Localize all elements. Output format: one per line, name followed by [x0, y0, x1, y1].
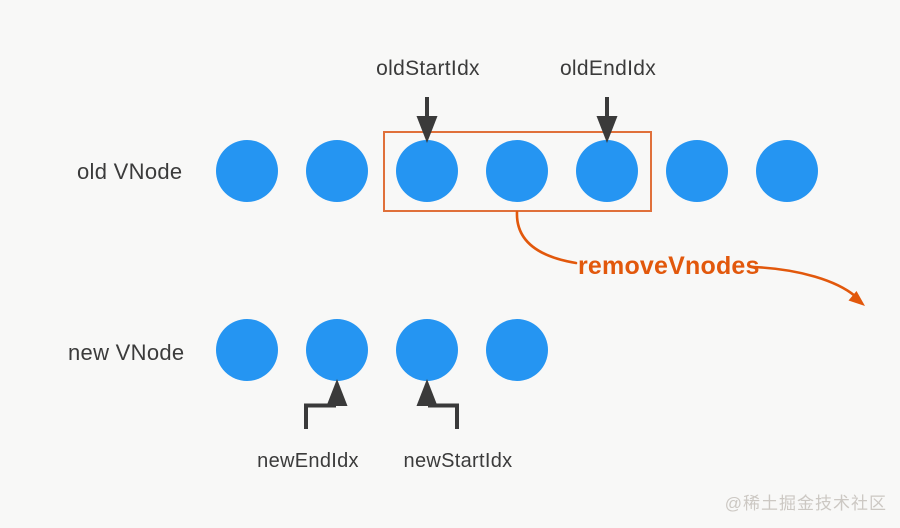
remove-curve-right	[751, 265, 865, 306]
new-start-arrow	[416, 379, 459, 429]
vnode-circle	[216, 140, 278, 202]
new-end-arrow	[304, 379, 348, 429]
vnode-circle	[216, 319, 278, 381]
vnode-circle	[486, 319, 548, 381]
new-vnode-row	[216, 319, 548, 381]
old-start-idx-label: oldStartIdx	[376, 57, 480, 80]
vnode-circle	[576, 140, 638, 202]
vnode-circle	[396, 319, 458, 381]
new-end-idx-label: newEndIdx	[257, 450, 359, 472]
new-vnode-row-label: new VNode	[68, 340, 185, 365]
remove-range-box	[383, 131, 652, 212]
remove-vnodes-label: removeVnodes	[578, 252, 760, 280]
remove-curve-left	[515, 210, 578, 265]
vnode-circle	[666, 140, 728, 202]
vnode-circle	[756, 140, 818, 202]
new-start-idx-label: newStartIdx	[403, 450, 513, 472]
old-end-idx-label: oldEndIdx	[559, 57, 657, 80]
vnode-circle	[306, 140, 368, 202]
old-vnode-row-label: old VNode	[77, 159, 183, 184]
vnode-circle	[306, 319, 368, 381]
vnode-circle	[396, 140, 458, 202]
old-vnode-row	[216, 140, 818, 202]
vnode-circle	[486, 140, 548, 202]
watermark-text: @稀土掘金技术社区	[724, 494, 887, 513]
